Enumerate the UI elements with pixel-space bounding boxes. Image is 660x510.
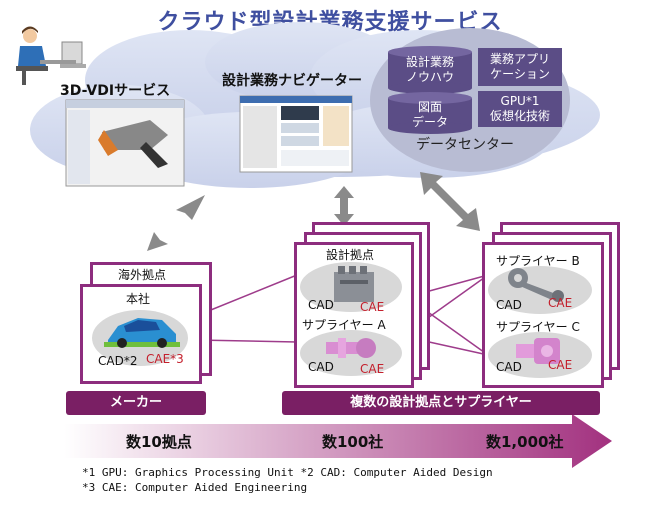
- headquarters-label: 本社: [126, 292, 151, 306]
- engine-block-image: [334, 266, 374, 302]
- connecting-rod-image: [508, 268, 564, 302]
- scale-thousands-label: 数1,000社: [486, 433, 564, 451]
- scale-hundreds-label: 数100社: [322, 433, 384, 451]
- supplier-b-cae-label: CAE: [548, 296, 573, 310]
- overseas-site-label: 海外拠点: [118, 268, 167, 282]
- multi-site-band: 複数の設計拠点とサプライヤー: [282, 391, 600, 415]
- datacenter-label: データセンター: [416, 137, 514, 153]
- connection-arrows: [147, 172, 480, 251]
- scale-tens-label: 数10拠点: [126, 433, 192, 451]
- supplier-c-cad-label: CAD: [496, 360, 522, 374]
- navigator-screenshot: [239, 95, 353, 173]
- supplier-c-cae-label: CAE: [548, 358, 573, 372]
- hub-cad-label: CAD: [308, 298, 334, 312]
- drawing-database: 図面 データ: [411, 100, 448, 129]
- supplier-a-label: サプライヤー A: [302, 318, 386, 332]
- gpu-virtualization-box: GPU*1 仮想化技術: [478, 91, 562, 127]
- cad-screenshot: [65, 99, 185, 187]
- design-hub-label: 設計拠点: [326, 248, 375, 262]
- user-at-desk-icon: [16, 26, 86, 85]
- database-cylinders: [388, 46, 472, 134]
- hq-cae-label: CAE*3: [146, 352, 184, 366]
- supplier-b-cad-label: CAD: [496, 298, 522, 312]
- car-model-image: [104, 318, 180, 348]
- business-app-box: 業務アプリ ケーション: [478, 48, 562, 86]
- supplier-b-label: サプライヤー B: [496, 254, 580, 268]
- supplier-c-label: サプライヤー C: [496, 320, 580, 334]
- scale-arrow: [64, 414, 612, 468]
- knowhow-database: 設計業務 ノウハウ: [405, 55, 454, 84]
- vdi-service-label: 3D-VDIサービス: [60, 83, 171, 99]
- navigator-label: 設計業務ナビゲーター: [222, 73, 362, 89]
- hub-cae-label: CAE: [360, 300, 385, 314]
- flange-part-image: [516, 338, 560, 364]
- supplier-a-cad-label: CAD: [308, 360, 334, 374]
- shaft-part-image: [326, 338, 376, 358]
- hq-cad-label: CAD*2: [98, 354, 138, 368]
- footnote-line-2: *3 CAE: Computer Aided Engineering: [82, 481, 308, 494]
- maker-band: メーカー: [66, 391, 206, 415]
- supplier-a-cae-label: CAE: [360, 362, 385, 376]
- footnote-line-1: *1 GPU: Graphics Processing Unit *2 CAD:…: [82, 466, 493, 479]
